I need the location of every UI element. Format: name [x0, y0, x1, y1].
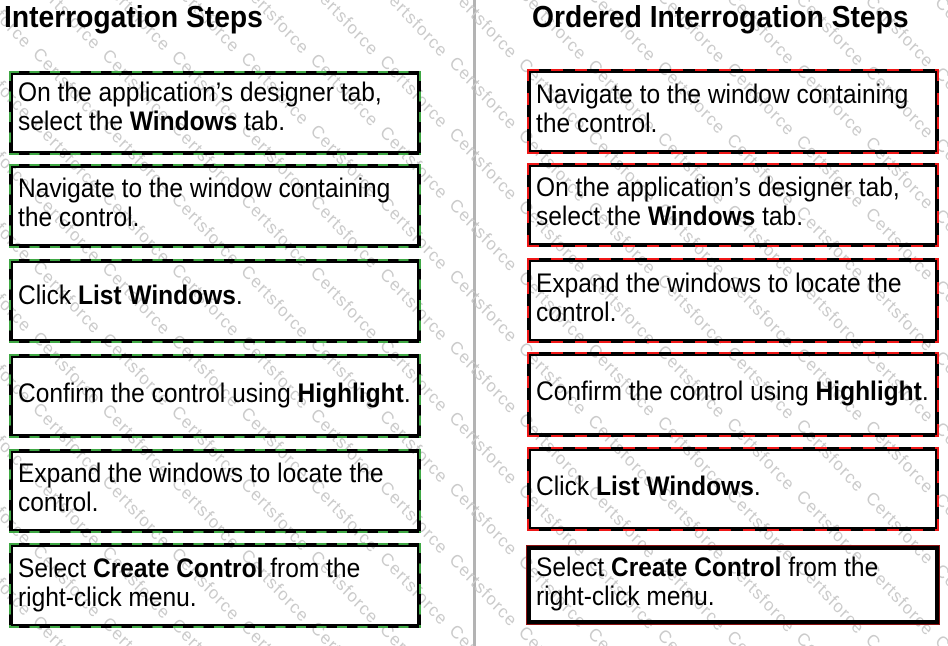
svg-text:Certsforce: Certsforce: [932, 631, 948, 646]
svg-text:Certsforce: Certsforce: [446, 52, 522, 134]
svg-text:Certsforce: Certsforce: [446, 407, 522, 489]
svg-text:Certsforce: Certsforce: [446, 123, 522, 205]
svg-text:Certsforce: Certsforce: [446, 549, 522, 631]
svg-text:Certsforce: Certsforce: [446, 478, 522, 560]
svg-text:Certsforce: Certsforce: [446, 265, 522, 347]
svg-text:Certsforce: Certsforce: [446, 194, 522, 276]
svg-text:Certsforce: Certsforce: [446, 336, 522, 418]
